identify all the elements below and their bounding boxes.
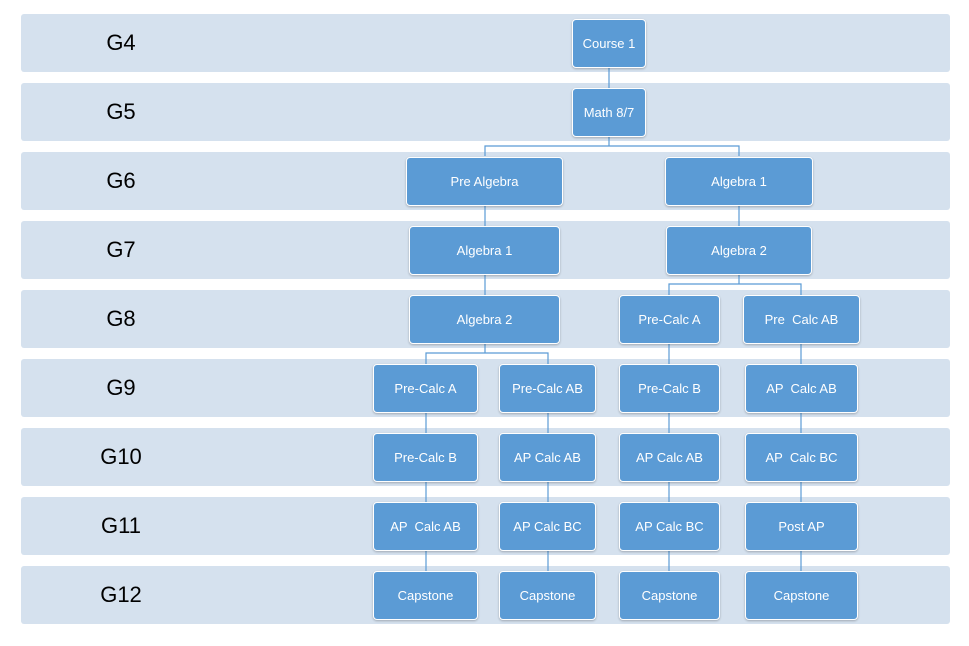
connector	[484, 137, 740, 156]
course-node: AP Calc AB	[745, 364, 858, 413]
course-node: AP Calc AB	[499, 433, 596, 482]
course-node: Capstone	[499, 571, 596, 620]
grade-label: G11	[101, 513, 141, 538]
course-node: Algebra 2	[666, 226, 812, 275]
course-node: Algebra 2	[409, 295, 560, 344]
course-node: AP Calc BC	[745, 433, 858, 482]
grade-label: G9	[106, 375, 136, 400]
course-node: Course 1	[572, 19, 646, 68]
grade-band-g4: G4	[21, 14, 950, 72]
grade-label: G12	[100, 582, 142, 607]
course-node: Pre-Calc AB	[499, 364, 596, 413]
course-node: Pre-Calc B	[373, 433, 478, 482]
grade-label: G8	[106, 306, 136, 331]
connector	[425, 344, 549, 364]
course-node: Algebra 1	[409, 226, 560, 275]
grade-label: G10	[100, 444, 142, 469]
grade-band-g5: G5	[21, 83, 950, 141]
course-node: Pre-Calc B	[619, 364, 720, 413]
course-node: Pre Calc AB	[743, 295, 860, 344]
course-node: AP Calc BC	[619, 502, 720, 551]
course-node: Pre-Calc A	[619, 295, 720, 344]
grade-label: G4	[106, 30, 136, 55]
course-node: Pre Algebra	[406, 157, 563, 206]
connector	[668, 275, 802, 295]
course-node: AP Calc BC	[499, 502, 596, 551]
course-node: Math 8/7	[572, 88, 646, 137]
grade-label: G5	[106, 99, 136, 124]
course-node: Pre-Calc A	[373, 364, 478, 413]
course-node: AP Calc AB	[373, 502, 478, 551]
course-node: Capstone	[745, 571, 858, 620]
course-node: Capstone	[619, 571, 720, 620]
course-node: Algebra 1	[665, 157, 813, 206]
course-node: AP Calc AB	[619, 433, 720, 482]
grade-label: G7	[106, 237, 136, 262]
grade-label: G6	[106, 168, 136, 193]
course-node: Capstone	[373, 571, 478, 620]
course-node: Post AP	[745, 502, 858, 551]
